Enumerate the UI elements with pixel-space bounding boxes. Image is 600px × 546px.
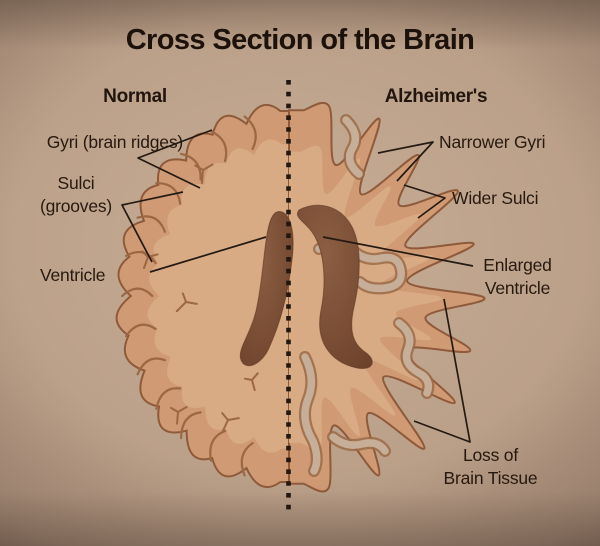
label-loss-line1: Loss of	[462, 445, 519, 465]
label-gyri: Gyri (brain ridges)	[46, 132, 183, 152]
leader-enlarged-ventricle	[322, 236, 474, 267]
label-enlarged-line2: Ventricle	[484, 278, 551, 298]
leader-loss-of-brain-tissue	[413, 298, 471, 443]
leader-wider-sulci	[403, 184, 446, 219]
label-loss-of-brain-tissue: Loss of Brain Tissue	[428, 444, 553, 490]
normal-hemisphere	[115, 103, 290, 489]
wide-sulci-channels	[298, 114, 435, 477]
label-sulci-line2: (grooves)	[39, 196, 113, 216]
label-enlarged-ventricle: Enlarged Ventricle	[455, 254, 580, 300]
label-enlarged-line1: Enlarged	[483, 255, 552, 275]
enlarged-ventricle-shape	[297, 204, 373, 370]
normal-ventricle-shape	[239, 211, 294, 367]
leader-ventricle	[149, 236, 267, 273]
column-header-normal: Normal	[103, 86, 167, 107]
leader-lines	[121, 129, 474, 443]
label-ventricle: Ventricle	[40, 265, 106, 285]
label-loss-line2: Brain Tissue	[443, 468, 538, 488]
page-title: Cross Section of the Brain	[125, 24, 475, 56]
leader-sulci	[121, 191, 184, 263]
label-wider-sulci: Wider Sulci	[452, 188, 539, 208]
column-header-alzheimers: Alzheimer's	[384, 86, 488, 107]
ventricles	[239, 204, 373, 370]
leader-gyri	[137, 129, 213, 189]
leader-narrower-gyri	[377, 141, 434, 182]
label-sulci-line1: Sulci	[57, 173, 95, 193]
label-narrower-gyri: Narrower Gyri	[439, 132, 546, 152]
label-sulci: Sulci (grooves)	[24, 172, 128, 218]
gyri-crack-marks	[141, 163, 259, 433]
